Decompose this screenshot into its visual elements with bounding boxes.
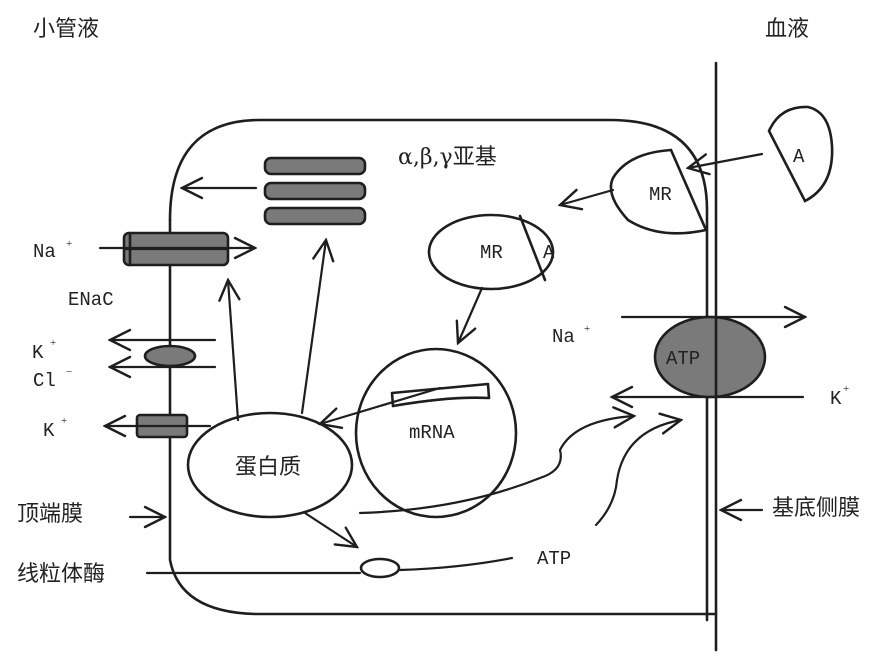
cell-membrane-bottom [168, 218, 717, 616]
subunits-label: α,β,γ亚基 [398, 145, 497, 170]
pump-atp-label: ATP [666, 348, 700, 370]
k-cl-cotransporter [143, 344, 197, 368]
tubular-fluid-label: 小管液 [33, 17, 99, 42]
intracellular-mr [609, 148, 708, 235]
mrna-label: mRNA [409, 422, 455, 444]
mrna-strand [390, 382, 491, 408]
complex-to-nucleus-arrow [458, 286, 484, 343]
apical-k-label: K [32, 342, 44, 364]
atp-label: ATP [537, 548, 571, 570]
pump-na-charge: + [584, 323, 590, 335]
mito-enzyme-oval [359, 557, 401, 579]
apical-k2-charge: + [61, 415, 67, 427]
mito-enzyme-label: 线粒体酶 [17, 562, 105, 587]
enac-label: ENaC [68, 289, 114, 311]
apical-na-charge: + [66, 238, 72, 250]
apical-na-label: Na [33, 241, 56, 263]
mito-atp-line [398, 556, 514, 572]
protein-label: 蛋白质 [235, 455, 301, 480]
protein-to-enac-arrow [228, 280, 238, 422]
mr-to-complex-arrow [560, 190, 615, 205]
apical-cl-charge: − [66, 366, 72, 378]
atp-supply-arrow-2 [594, 420, 681, 527]
mrna-to-protein-arrow [320, 386, 442, 424]
complex-a-label: A [543, 242, 555, 264]
blood-label: 血液 [765, 17, 809, 42]
pump-k-label: K [830, 388, 842, 410]
subunit-cylinders [263, 156, 367, 226]
protein-to-subunits-arrow [300, 240, 326, 415]
hormone-a-label: A [793, 146, 805, 168]
atp-supply-arrow-1 [358, 416, 634, 515]
basolateral-membrane-label: 基底侧膜 [772, 496, 860, 521]
protein-ellipse [186, 411, 354, 519]
complex-divider [518, 214, 547, 282]
apical-k-charge: + [50, 337, 56, 349]
protein-to-mito-enzyme-arrow [303, 511, 357, 547]
apical-cl-label: Cl [33, 370, 56, 392]
pump-na-label: Na [552, 326, 575, 348]
nucleus-circle [354, 347, 518, 519]
beta-subunit [263, 181, 367, 201]
apical-k2-label: K [43, 420, 55, 442]
gamma-subunit [263, 206, 367, 226]
apical-membrane-label: 顶端膜 [17, 502, 83, 527]
intracellular-mr-label: MR [649, 184, 672, 206]
complex-mr-label: MR [480, 242, 503, 264]
mr-a-complex [427, 213, 555, 291]
alpha-subunit [263, 156, 367, 176]
hormone-entry-arrow [688, 152, 764, 168]
pump-k-charge: + [843, 383, 849, 395]
hormone-a [767, 105, 834, 203]
